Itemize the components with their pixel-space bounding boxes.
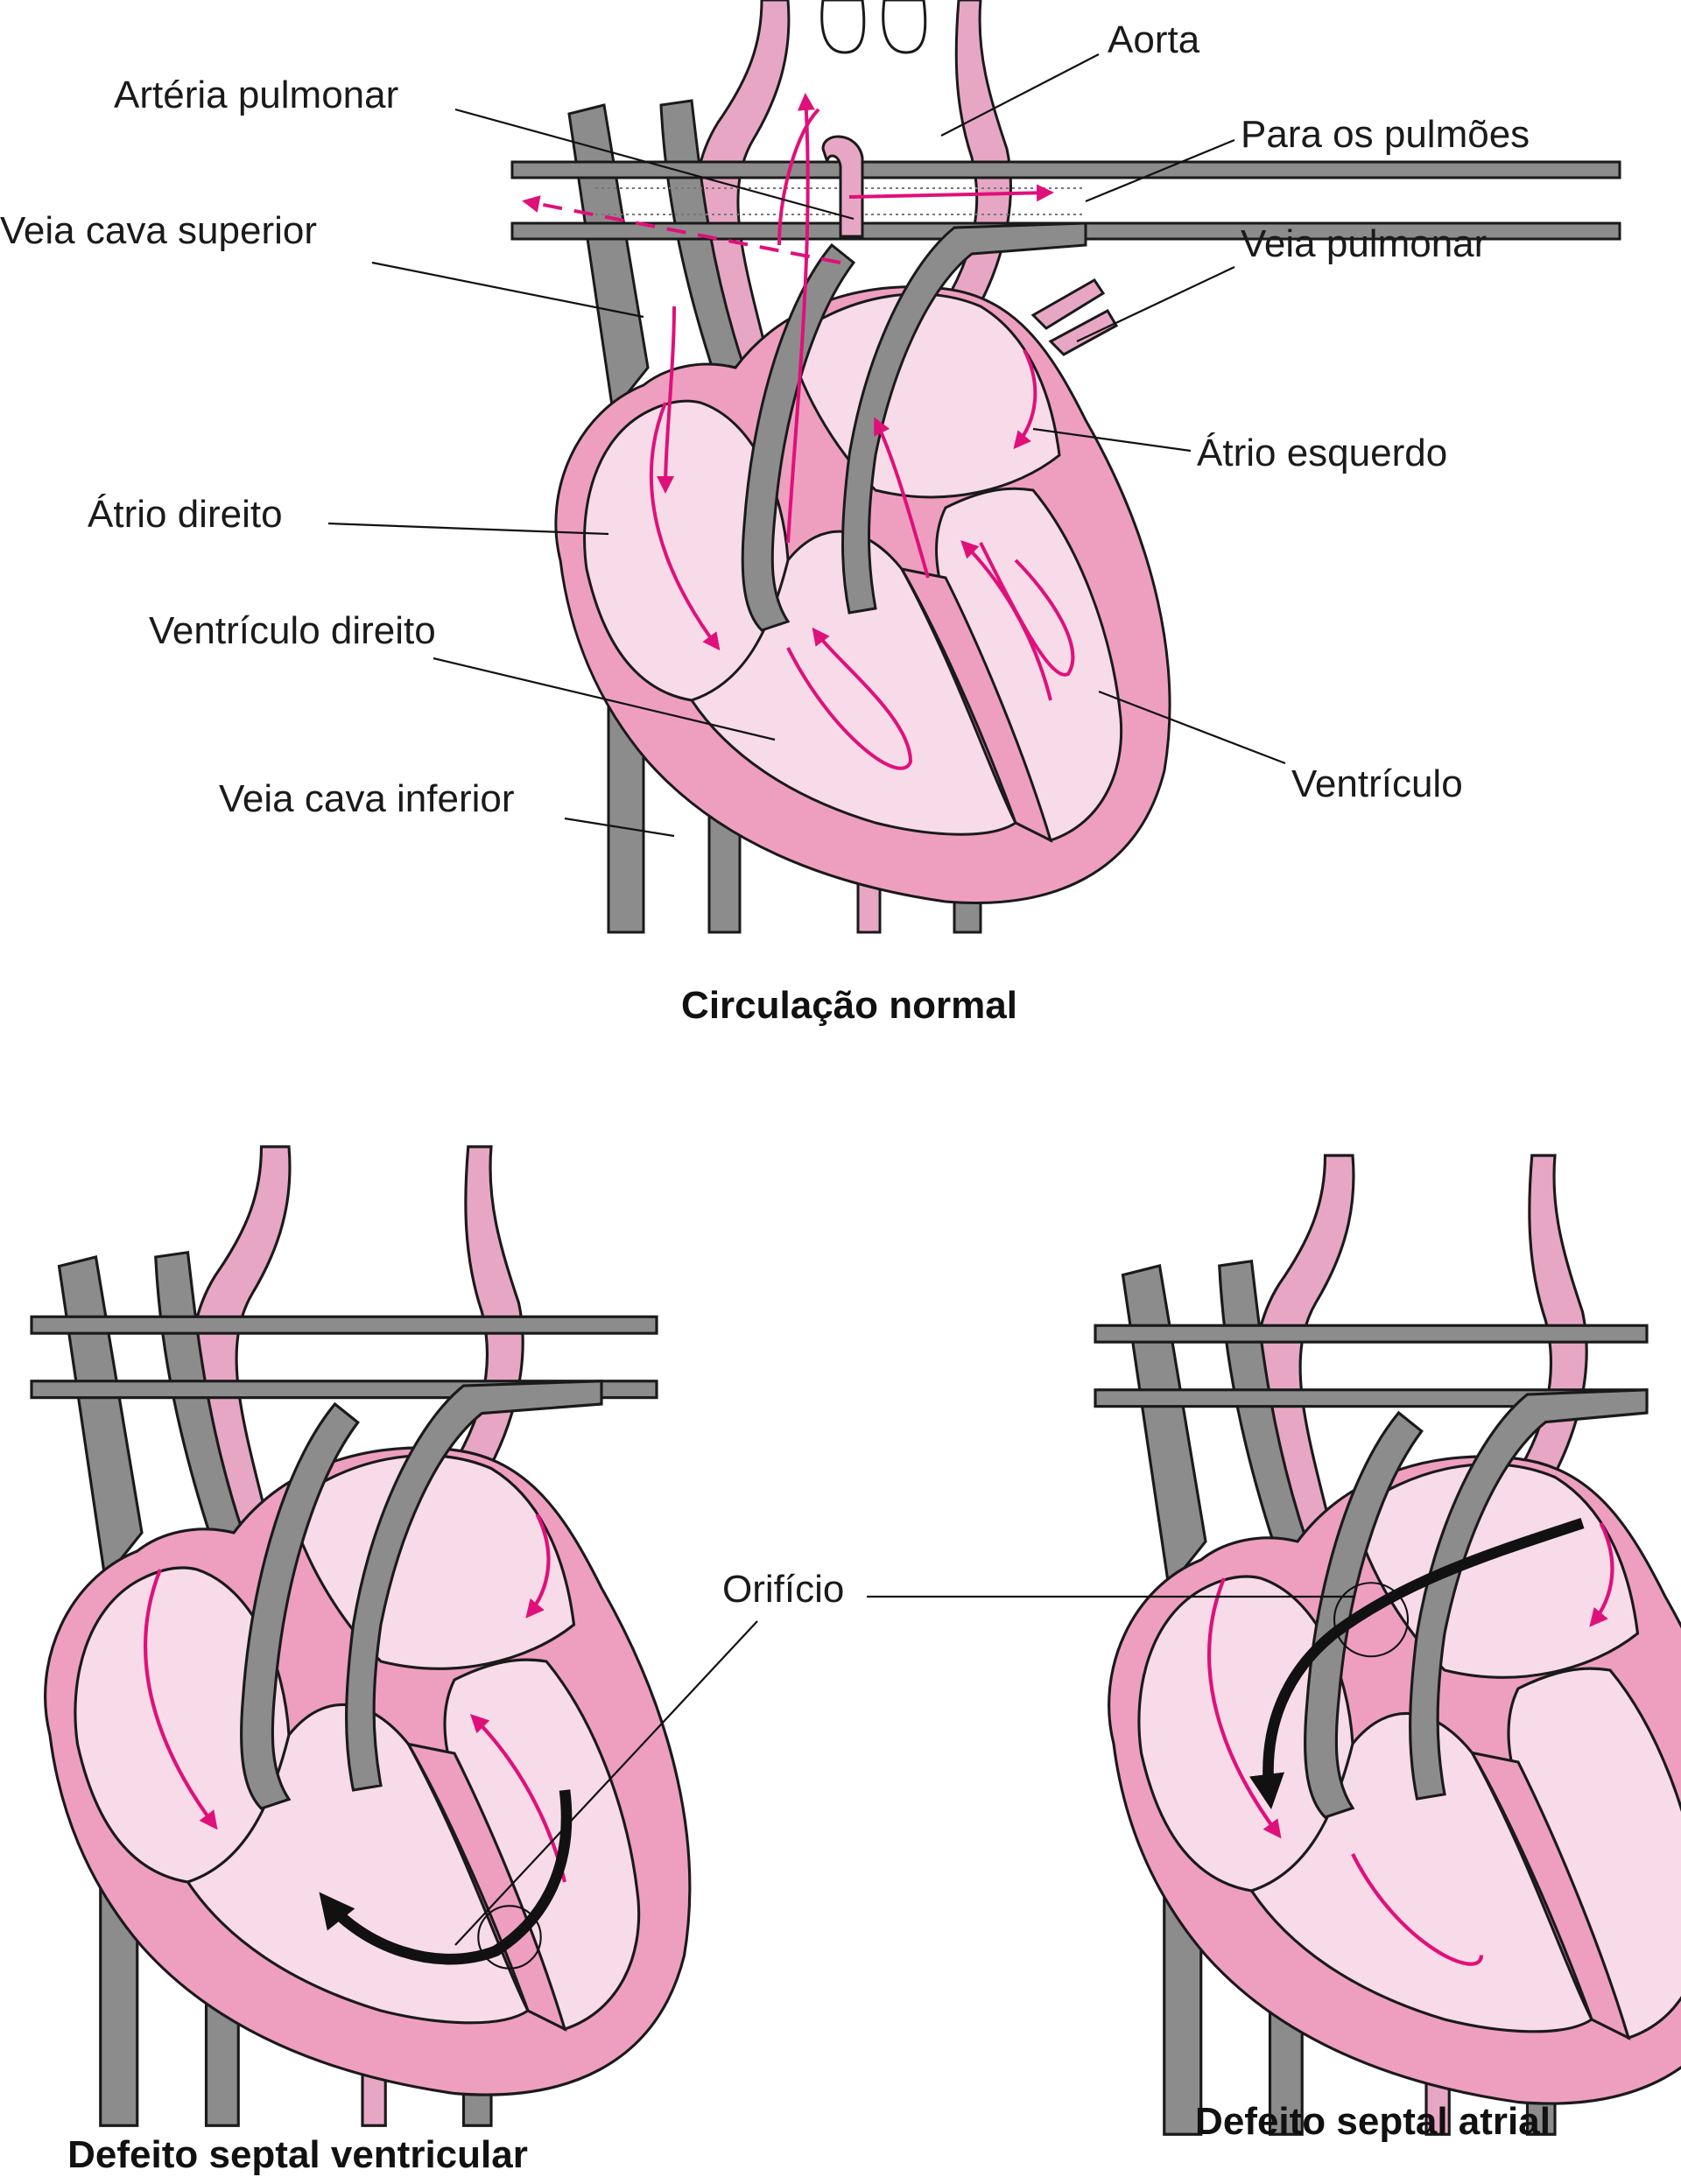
labels-defects: Orifício — [454, 1568, 1355, 1946]
asd-shunt-arrow — [1249, 1518, 1585, 1810]
label-superior-vena-cava: Veia cava superior — [0, 209, 317, 252]
label-pulmonary-artery: Artéria pulmonar — [114, 74, 398, 116]
diagram-vsd — [30, 1145, 692, 2127]
vsd-hole — [477, 1905, 542, 1970]
superior-vena-cava-vessel — [567, 103, 650, 415]
flow-arrows — [522, 93, 1075, 770]
caption-vsd: Defeito septal ventricular — [67, 2133, 528, 2176]
label-inferior-vena-cava: Veia cava inferior — [219, 777, 515, 820]
label-ventricle: Ventrículo — [1291, 762, 1463, 805]
label-hole: Orifício — [722, 1568, 844, 1611]
label-right-atrium: Átrio direito — [88, 493, 283, 536]
label-pulmonary-vein: Veia pulmonar — [1241, 222, 1487, 265]
diagram-asd — [1094, 1154, 1681, 2136]
vsd-shunt-arrow — [319, 1789, 573, 1965]
label-left-atrium: Átrio esquerdo — [1197, 432, 1447, 474]
caption-asd: Defeito septal atrial — [1195, 2100, 1551, 2143]
label-right-ventricle: Ventrículo direito — [149, 609, 436, 652]
labels-normal: Aorta Artéria pulmonar Para os pulmões V… — [0, 18, 1530, 838]
label-aorta: Aorta — [1108, 18, 1200, 61]
asd-hole — [1333, 1582, 1410, 1658]
diagram-normal-circulation: Aorta Artéria pulmonar Para os pulmões V… — [0, 0, 1621, 1027]
label-to-lungs: Para os pulmões — [1241, 113, 1530, 156]
right-ventricle-chamber — [689, 530, 1017, 836]
caption-normal: Circulação normal — [681, 984, 1017, 1027]
